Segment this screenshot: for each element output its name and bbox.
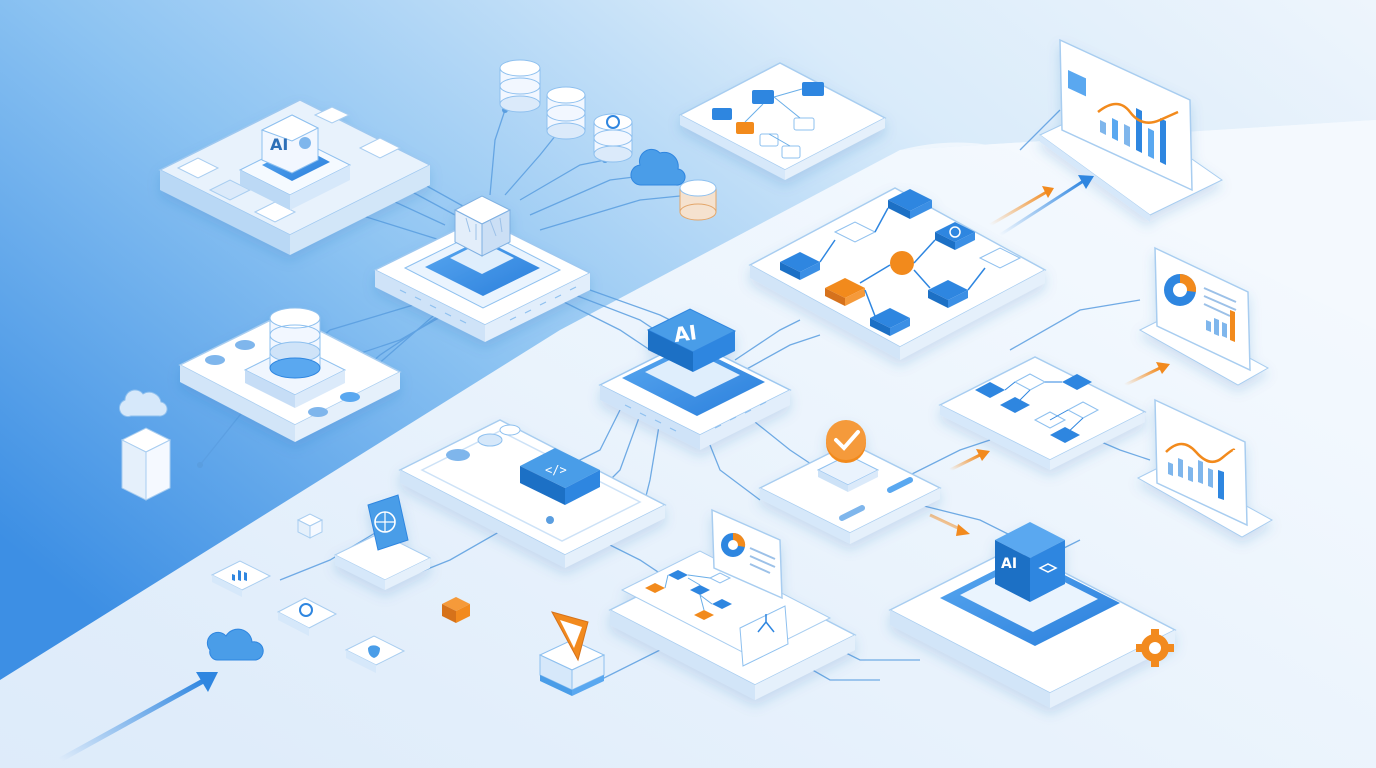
gear-icon	[606, 115, 620, 129]
pie-chart-dashboard	[1138, 246, 1270, 386]
bottom-database	[538, 611, 606, 696]
brain-icon	[299, 137, 311, 149]
flowchart-icon	[975, 373, 1100, 443]
pie-chart-icon	[1164, 273, 1197, 306]
database-icon	[499, 59, 541, 113]
shield-icon	[368, 645, 380, 658]
arrow-icon	[58, 677, 207, 763]
dashboard-tile	[1068, 70, 1086, 97]
cloud-icon	[630, 148, 686, 186]
checkmark-icon	[826, 420, 866, 463]
top-left-platform: AI	[158, 99, 432, 255]
central-processor-top	[373, 195, 592, 342]
gear-icon	[1136, 629, 1174, 667]
pie-chart-icon	[721, 532, 746, 557]
right-flowchart-panel	[938, 356, 1147, 470]
cloud-icon	[206, 628, 264, 661]
flowchart-icon	[780, 189, 1022, 336]
flowchart-icon	[712, 82, 824, 159]
share-card	[739, 605, 789, 667]
ai-server-label: AI	[270, 135, 288, 154]
database-icon	[546, 86, 586, 140]
database-icon	[593, 113, 633, 163]
checkmark-platform	[758, 420, 942, 544]
database-icon	[269, 307, 321, 379]
globe-platform	[333, 494, 432, 590]
arrow-icon	[989, 188, 1051, 227]
flowchart-icon	[645, 570, 732, 620]
arrow-head	[956, 524, 970, 536]
arrow-head	[196, 672, 218, 692]
code-icon: </>	[545, 463, 567, 477]
arrow-head	[1042, 186, 1054, 198]
top-right-dashboard	[1039, 38, 1223, 222]
database-stack-top	[499, 59, 717, 221]
workflow-panel	[748, 187, 1047, 360]
bar-chart-icon	[1097, 102, 1179, 165]
left-database-platform	[178, 307, 402, 442]
arrow-head	[1078, 175, 1094, 189]
floor-highlight	[900, 120, 1376, 330]
main-ai-chip: AI	[598, 308, 792, 450]
database-icon	[679, 179, 717, 221]
bottom-center-panels	[608, 508, 857, 700]
ai-chip-label: AI	[672, 320, 698, 347]
ai-cube-label: AI	[1001, 556, 1017, 572]
cloud-icon	[118, 389, 168, 418]
arrow-icon	[949, 453, 981, 472]
arrow-head	[1156, 362, 1170, 374]
gear-icon	[299, 603, 313, 617]
arrow-icon	[999, 178, 1086, 237]
ai-cube-platform: AI	[888, 522, 1177, 708]
bar-chart-icon	[1165, 442, 1236, 500]
top-flowchart-panel	[678, 62, 887, 180]
line-chart-dashboard	[1136, 398, 1274, 538]
cube-icon	[453, 195, 512, 257]
cube-icon: AI	[995, 522, 1065, 602]
code-router-platform: </>	[398, 419, 667, 568]
globe-icon	[367, 494, 409, 551]
arrow-icon	[929, 513, 963, 532]
left-small-server	[118, 389, 172, 501]
small-icon-tiles	[206, 513, 470, 673]
arrow-head	[976, 449, 990, 461]
arrow-icon	[1124, 366, 1161, 387]
